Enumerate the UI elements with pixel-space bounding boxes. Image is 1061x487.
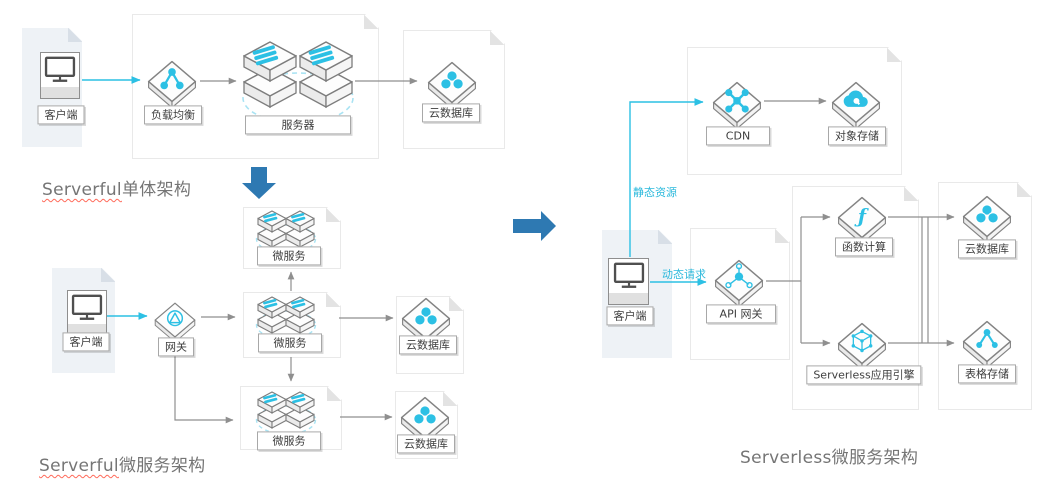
microservice-stack-icon [255,390,317,438]
label-api-gateway: API 网关 [706,304,776,324]
title-suffix: 单体架构 [121,180,192,200]
function-compute-icon: ƒ [836,195,888,247]
label-cloud-db: 云数据库 [422,103,480,123]
label-cloud-db: 云数据库 [958,239,1016,259]
label-cloud-db: 云数据库 [397,434,455,454]
title-prefix: Serverful [42,180,122,200]
monitor-base [68,324,106,335]
load-balancer-icon [146,59,198,111]
label-client: 客户端 [37,105,85,125]
label-cloud-db: 云数据库 [399,335,457,355]
edge-label-static-resource: 静态资源 [633,186,677,199]
client-device-serverless [608,258,649,305]
title-serverful-micro: Serverful微服务架构 [39,451,205,476]
monitor-icon [69,293,105,322]
api-gateway-icon [713,258,765,310]
monitor-base [41,87,79,98]
title-serverful-mono: Serverful单体架构 [42,175,191,200]
client-device-micro [67,290,107,336]
wire-gateway-ms-bot [174,354,234,424]
label-serverless-app-engine: Serverless应用引擎 [806,365,922,385]
monitor-icon [42,55,78,84]
label-client: 客户端 [62,332,110,352]
label-function-compute: 函数计算 [835,237,893,257]
title-suffix: 微服务架构 [831,448,919,468]
label-cdn: CDN [706,126,770,146]
label-microservice: 微服务 [257,246,321,266]
label-client: 客户端 [606,306,654,326]
microservice-stack-icon [255,295,317,343]
label-microservice: 微服务 [257,431,321,451]
title-prefix: Serverless [740,448,832,468]
table-store-icon [961,319,1013,371]
object-storage-icon [830,80,882,132]
edge-label-dynamic-request: 动态请求 [662,268,706,281]
flow-arrow-right [513,211,556,241]
gateway-icon [153,301,197,345]
microservice-stack-icon [255,209,317,257]
flow-arrow-down [242,167,276,199]
label-load-balancer: 负载均衡 [144,105,202,125]
cdn-icon [711,80,763,132]
monitor-base [609,293,648,304]
cloud-db-icon [399,395,451,447]
title-serverless-micro: Serverless微服务架构 [740,443,918,468]
svg-text:ƒ: ƒ [854,206,869,228]
label-table-store: 表格存储 [958,364,1016,384]
client-device-mono [40,52,80,99]
title-suffix: 微服务架构 [118,456,206,476]
server-stack-icon [240,40,356,132]
label-object-storage: 对象存储 [828,126,886,146]
cloud-db-icon [961,194,1013,246]
title-prefix: Serverful [39,456,119,476]
monitor-icon [611,261,647,290]
label-microservice: 微服务 [258,333,322,353]
label-server: 服务器 [245,115,351,135]
label-gateway: 网关 [158,337,194,357]
wire-client-cdn-static [629,98,704,257]
